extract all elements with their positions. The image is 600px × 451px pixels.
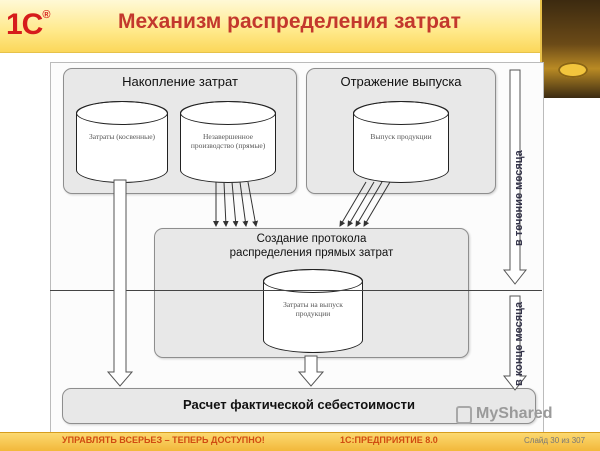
logo-1c: 1С® (6, 8, 50, 41)
accumulation-box: Накопление затрат Затраты (косвенные) Не… (63, 68, 297, 194)
myshared-icon (456, 406, 472, 424)
db-output-cylinder: Выпуск продукции (353, 101, 449, 183)
period-divider (50, 290, 542, 291)
db-costs-label: Затраты (косвенные) (88, 132, 156, 141)
protocol-label-line1: Создание протокола (256, 233, 367, 245)
logo-text: 1С (6, 8, 43, 41)
coin-icon (558, 62, 588, 78)
arrows-wip-to-protocol (213, 181, 259, 227)
watermark-label: MyShared (476, 405, 553, 422)
accumulation-label: Накопление затрат (122, 74, 238, 89)
slide-footer (0, 432, 600, 451)
protocol-label-line2: распределения прямых затрат (229, 247, 394, 259)
db-costs-per-output-cylinder: Затраты на выпуск продукции (263, 269, 363, 353)
slide-header (0, 0, 600, 53)
side-label-during-month: в течение месяца (513, 150, 525, 246)
db-wip-cylinder: Незавершенное производство (прямые) (180, 101, 276, 183)
footer-slogan: УПРАВЛЯТЬ ВСЕРЬЕЗ – ТЕПЕРЬ ДОСТУПНО! (62, 435, 265, 445)
db-costs-per-output-label: Затраты на выпуск продукции (283, 300, 343, 319)
side-label-end-of-month: в конце месяца (513, 301, 525, 386)
arrow-protocol-to-calc (297, 355, 325, 387)
footer-product: 1С:ПРЕДПРИЯТИЕ 8.0 (340, 435, 438, 445)
db-costs-cylinder: Затраты (косвенные) (76, 101, 168, 183)
factory-photo (540, 0, 600, 98)
db-wip-label: Незавершенное производство (прямые) (190, 132, 266, 151)
timeline-arrows (502, 69, 528, 391)
protocol-box: Создание протокола распределения прямых … (154, 228, 469, 358)
slide-counter: Слайд 30 из 307 (524, 436, 586, 445)
arrows-output-to-protocol (339, 181, 391, 227)
output-box: Отражение выпуска Выпуск продукции (306, 68, 496, 194)
watermark-text: MyShared (476, 405, 552, 423)
calculation-label: Расчет фактической себестоимости (183, 397, 415, 412)
db-output-label: Выпуск продукции (370, 132, 432, 141)
output-label: Отражение выпуска (340, 74, 462, 89)
slide-title: Механизм распределения затрат (118, 10, 461, 33)
arrow-costs-to-calc (106, 179, 134, 387)
